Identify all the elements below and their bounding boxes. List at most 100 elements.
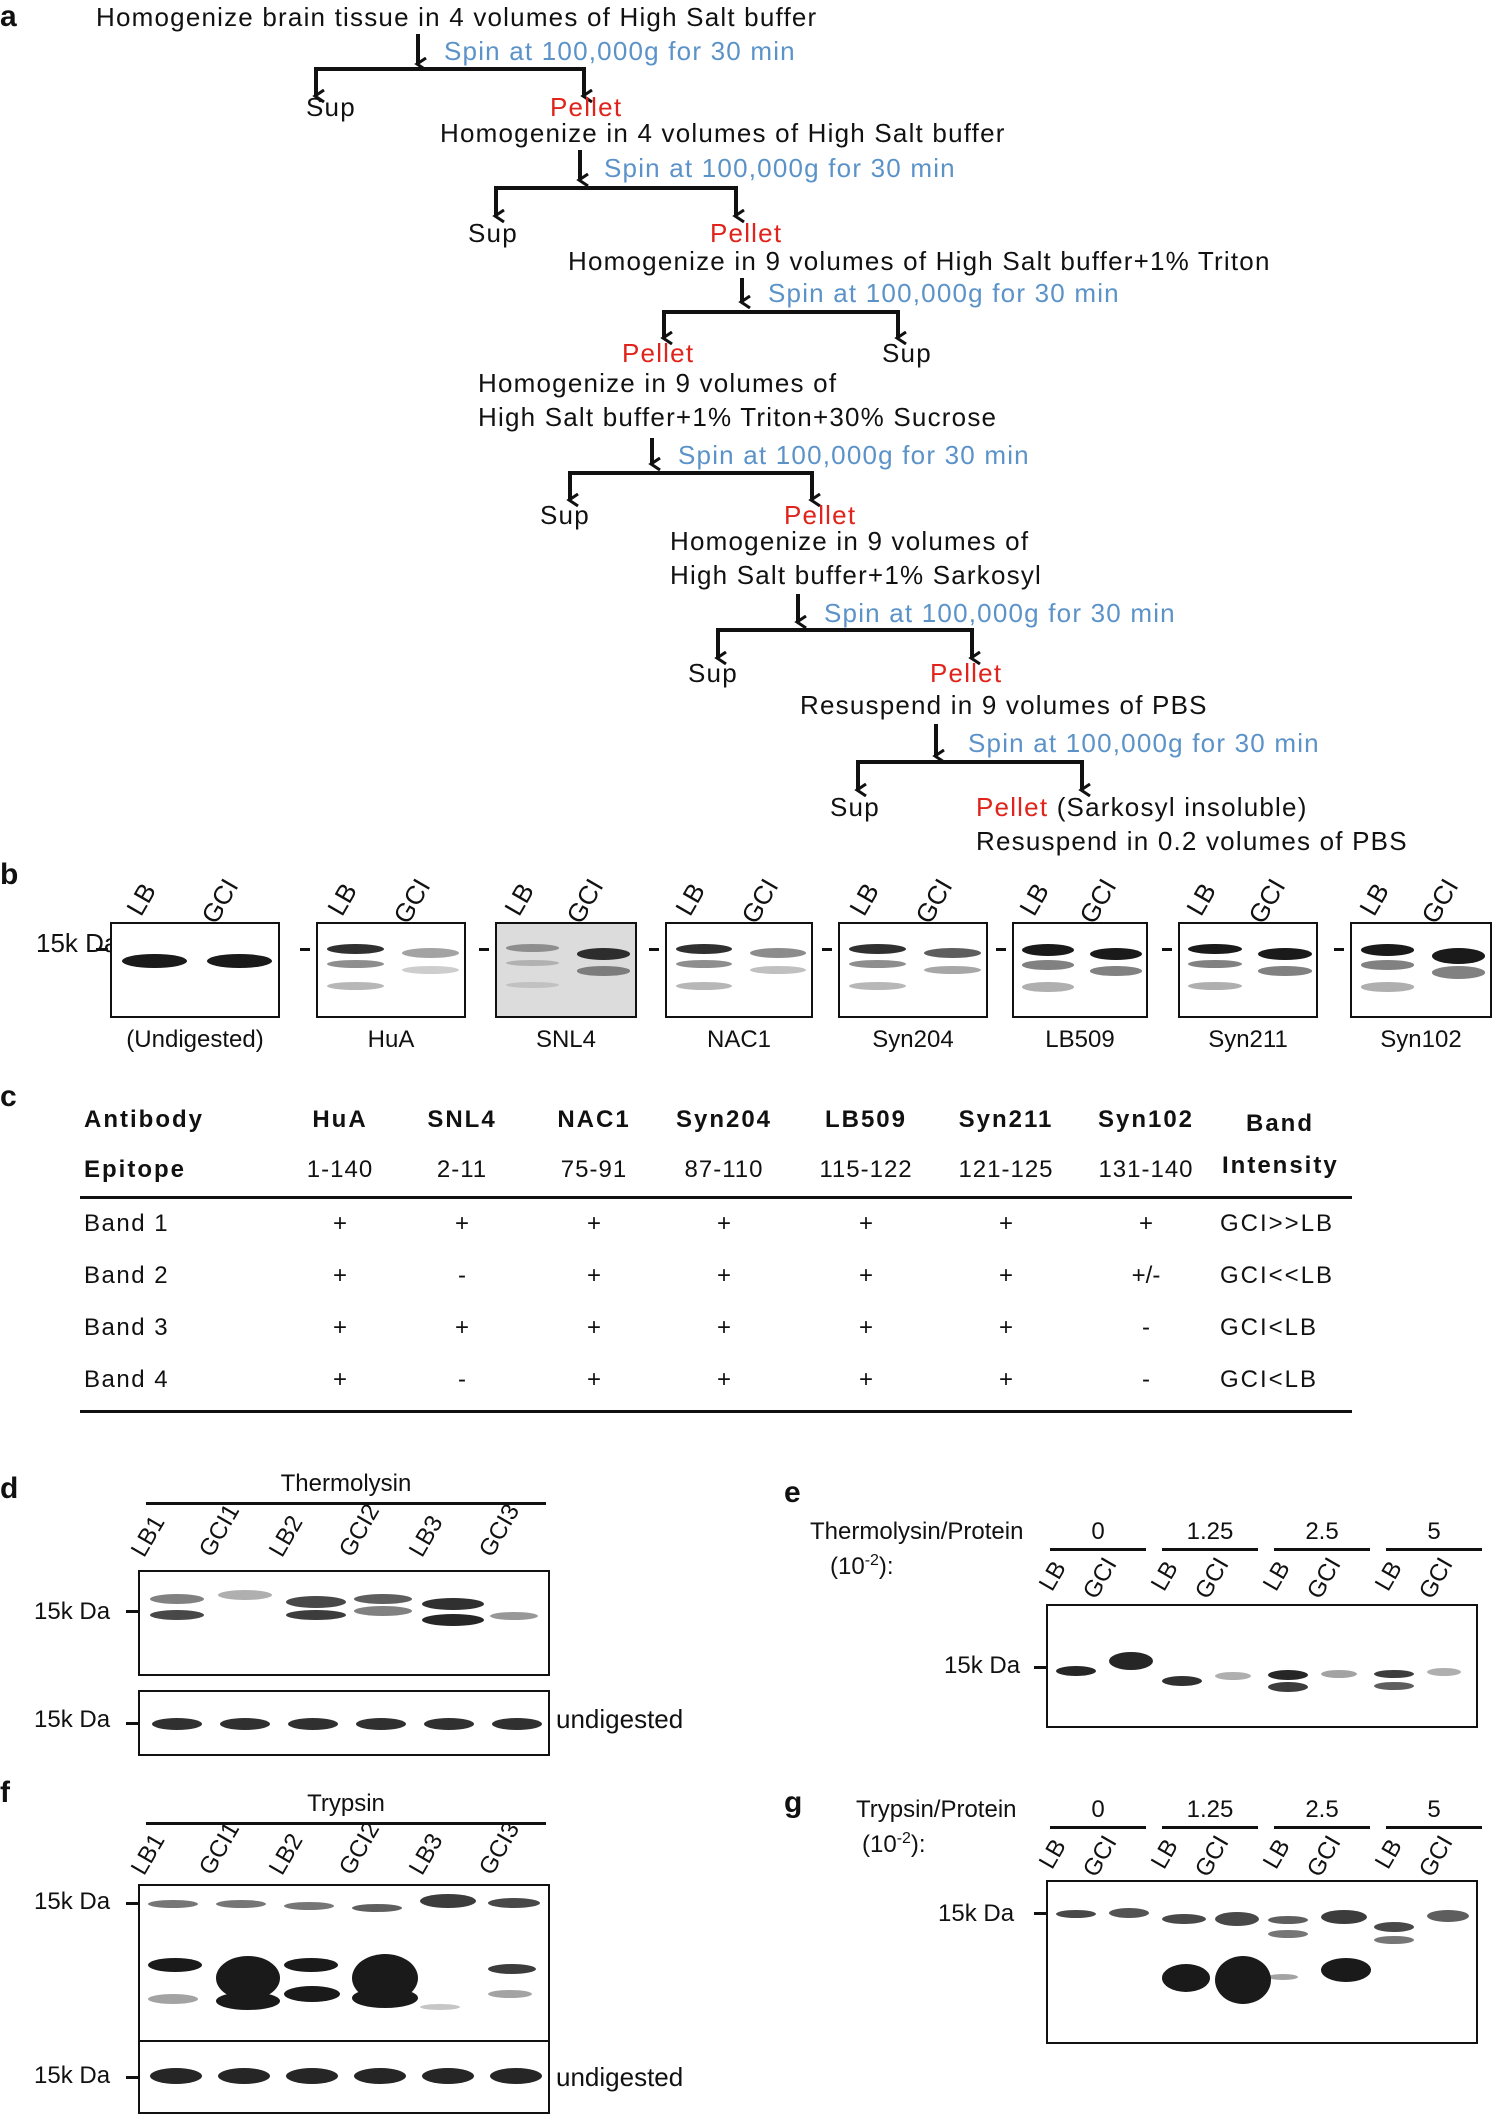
- table-row-2-cell-0: +: [332, 1314, 347, 1341]
- band-b-7-1-1: [1431, 966, 1486, 979]
- blot-b-3: [665, 922, 813, 1018]
- table-epitope-5: 121-125: [958, 1156, 1054, 1183]
- panel-e-ratio-underline-0: [1050, 1548, 1146, 1551]
- band-g-6-1: [1374, 1936, 1414, 1944]
- flow-step-3: Homogenize in 9 volumes of High Salt buf…: [568, 246, 1271, 276]
- band-e-3-0: [1215, 1672, 1251, 1680]
- blot-d-digested: [138, 1570, 550, 1676]
- table-row-2-intensity: GCI<LB: [1220, 1314, 1319, 1341]
- band-e-1-0: [1109, 1652, 1153, 1670]
- blot-g: [1046, 1880, 1478, 2044]
- panel-f-marker-bottom: 15k Da: [34, 2062, 111, 2089]
- panel-label-b: b: [0, 858, 19, 891]
- table-row-0-intensity: GCI>>LB: [1220, 1210, 1335, 1237]
- lane-f-3: GCI2: [333, 1817, 386, 1880]
- panel-e-ratio-unit: (10-2):: [830, 1552, 894, 1581]
- band-d-3-0: [354, 1594, 412, 1604]
- band-b-3-0-1: [675, 960, 733, 968]
- caption-b-5: LB509: [1045, 1026, 1115, 1053]
- lane-b-4-gci: GCI: [909, 873, 959, 929]
- band-b-6-1-1: [1258, 966, 1312, 976]
- table-antibody-4: LB509: [824, 1106, 908, 1133]
- table-row-0-cell-4: +: [858, 1210, 873, 1237]
- table-header-antibody: Antibody: [84, 1106, 204, 1133]
- band-b-5-1-1: [1090, 966, 1142, 976]
- panel-e-ratio-3: 5: [1427, 1518, 1441, 1545]
- table-bottom-rule: [80, 1410, 1352, 1413]
- blot-b-1: [316, 922, 466, 1018]
- flow-step-5b: High Salt buffer+1% Sarkosyl: [670, 560, 1043, 590]
- table-epitope-2: 75-91: [560, 1156, 628, 1183]
- band-b-2-0-2: [505, 982, 560, 989]
- lane-b-1-lb: LB: [320, 877, 363, 921]
- band-e-4-0: [1268, 1670, 1308, 1680]
- flow-sup-6: Sup: [830, 792, 880, 822]
- lane-f-4: LB3: [403, 1829, 449, 1880]
- band-b-4-0-0: [849, 944, 906, 954]
- table-antibody-3: Syn204: [675, 1106, 773, 1133]
- band-b-5-1-0: [1090, 948, 1142, 960]
- band-f-undig-2: [286, 2068, 338, 2084]
- tick-b-1: [300, 948, 310, 951]
- panel-f-marker-top: 15k Da: [34, 1888, 111, 1915]
- lane-g-3-lb: LB: [1369, 1834, 1408, 1874]
- blot-b-2: [495, 922, 637, 1018]
- blot-b-5: [1012, 922, 1148, 1018]
- panel-g-ratio-underline-0: [1050, 1826, 1146, 1829]
- table-row-2-cell-2: +: [586, 1314, 601, 1341]
- flow-pellet-5: Pellet: [930, 658, 1003, 688]
- band-e-6-0: [1374, 1670, 1414, 1678]
- table-row-2-cell-5: +: [998, 1314, 1013, 1341]
- flow-spin-5: Spin at 100,000g for 30 min: [824, 598, 1176, 628]
- lane-d-2: LB2: [263, 1511, 309, 1562]
- panel-e-ratio-close: ):: [878, 1553, 894, 1580]
- band-d-4-1: [422, 1614, 484, 1626]
- tick-f-top: [126, 1902, 138, 1905]
- band-d-5-0: [490, 1612, 538, 1620]
- table-row-2-cell-3: +: [716, 1314, 731, 1341]
- lane-b-7-lb: LB: [1352, 877, 1395, 921]
- band-f-undig-4: [422, 2068, 474, 2084]
- band-d-undig-2: [288, 1718, 338, 1730]
- panel-g-ratio-exp: -2: [896, 1830, 911, 1847]
- tick-b-5: [996, 948, 1006, 951]
- flow-step-4b: High Salt buffer+1% Triton+30% Sucrose: [478, 402, 998, 432]
- panel-g-ratio-close: ):: [910, 1831, 926, 1858]
- lane-d-0: LB1: [125, 1511, 171, 1562]
- band-d-3-1: [354, 1606, 412, 1616]
- band-b-7-0-2: [1360, 982, 1415, 992]
- panel-d-undigested: undigested: [556, 1704, 684, 1734]
- band-b-2-0-1: [505, 960, 560, 967]
- band-f-undig-3: [354, 2068, 406, 2084]
- band-g-4-2: [1268, 1974, 1298, 1980]
- panel-b-marker: 15k Da: [36, 928, 118, 959]
- band-b-4-1-1: [924, 966, 981, 974]
- band-g-5-1: [1321, 1958, 1371, 1982]
- table-row-0-cell-2: +: [586, 1210, 601, 1237]
- lane-d-1: GCI1: [193, 1499, 246, 1562]
- caption-b-7: Syn102: [1380, 1026, 1462, 1053]
- blot-b-0: [110, 922, 280, 1018]
- panel-b-marker-label: 15k Da: [36, 928, 119, 958]
- band-g-7-0: [1427, 1910, 1469, 1922]
- lane-f-1: GCI1: [193, 1817, 246, 1880]
- table-row-1-cell-6: +/-: [1131, 1262, 1161, 1289]
- panel-f-title-underline: [146, 1822, 546, 1825]
- table-row-2-name: Band 3: [84, 1314, 170, 1341]
- band-b-6-0-0: [1188, 944, 1242, 954]
- tick-b-6: [1162, 948, 1172, 951]
- band-e-0-0: [1056, 1666, 1096, 1676]
- caption-b-2: SNL4: [535, 1026, 597, 1053]
- table-header-intensity: Intensity: [1222, 1152, 1339, 1179]
- band-b-1-0-0: [327, 944, 384, 954]
- band-e-5-0: [1321, 1670, 1357, 1678]
- panel-g-ratio-label: Trypsin/Protein: [856, 1796, 1017, 1823]
- lane-f-0: LB1: [125, 1829, 171, 1880]
- band-d-2-1: [286, 1610, 346, 1620]
- table-header-epitope: Epitope: [84, 1156, 186, 1183]
- table-row-0-cell-6: +: [1138, 1210, 1153, 1237]
- band-b-3-0-2: [675, 982, 733, 990]
- band-g-4-0: [1268, 1916, 1308, 1924]
- band-b-3-1-1: [749, 966, 807, 974]
- band-b-1-0-2: [327, 982, 384, 990]
